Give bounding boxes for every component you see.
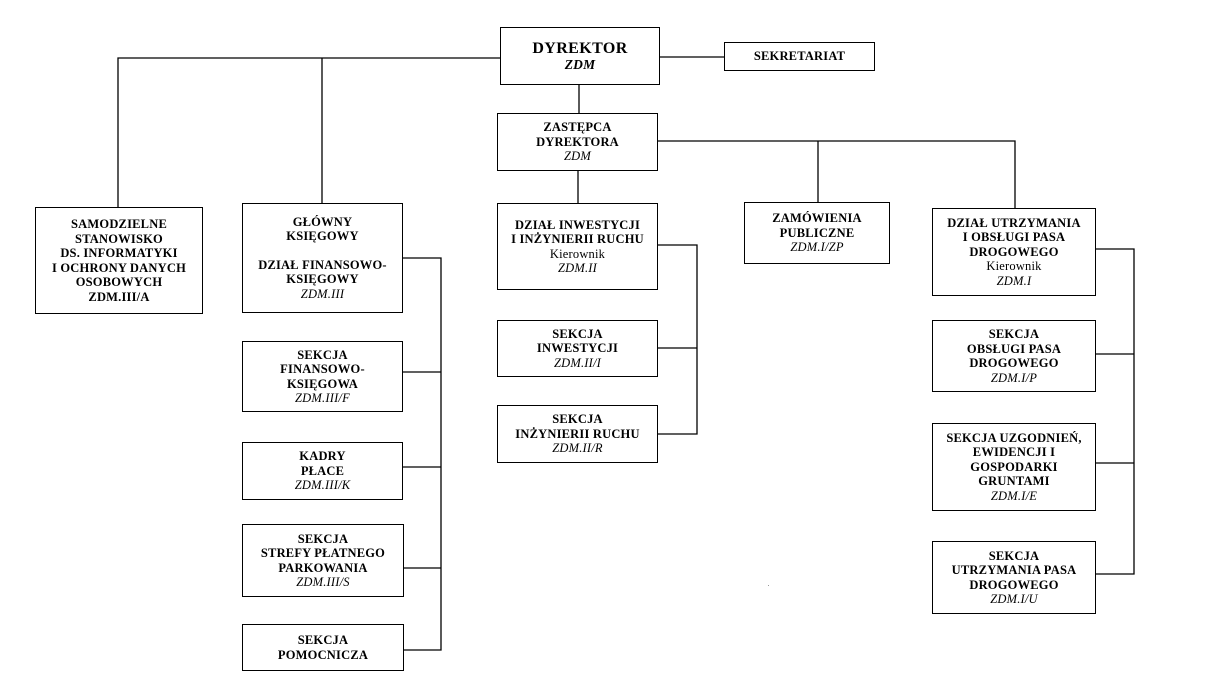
traffic-engineering-section-box: SEKCJA INŻYNIERII RUCHU ZDM.II/R [497,405,658,463]
land-records-section-label: SEKCJA UZGODNIEŃ, EWIDENCJI I GOSPODARKI… [946,430,1082,489]
road-service-section-label: SEKCJA OBSŁUGI PASA DROGOWEGO [966,327,1062,370]
road-maintenance-section-label: SEKCJA UTRZYMANIA PASA DROGOWEGO [951,548,1077,592]
traffic-engineering-section-code: ZDM.II/R [552,441,603,456]
land-records-section-box: SEKCJA UZGODNIEŃ, EWIDENCJI I GOSPODARKI… [932,423,1096,511]
road-maintenance-section-code: ZDM.I/U [990,592,1038,606]
road-service-section-code: ZDM.I/P [990,370,1038,385]
it-security-label: SAMODZIELNE STANOWISKO DS. INFORMATYKI I… [52,217,186,304]
chief-accountant-label: GŁÓWNY KSIĘGOWY [286,214,359,244]
finance-section-box: SEKCJA FINANSOWO- KSIĘGOWA ZDM.III/F [242,341,403,412]
investment-department-manager: Kierownik [549,246,606,261]
maintenance-department-manager: Kierownik [986,259,1042,274]
investment-department-box: DZIAŁ INWESTYCJI I INŻYNIERII RUCHU Kier… [497,203,658,290]
it-security-box: SAMODZIELNE STANOWISKO DS. INFORMATYKI I… [35,207,203,314]
hr-payroll-box: KADRY PŁACE ZDM.III/K [242,442,403,500]
road-service-section-box: SEKCJA OBSŁUGI PASA DROGOWEGO ZDM.I/P [932,320,1096,392]
investment-section-box: SEKCJA INWESTYCJI ZDM.II/I [497,320,658,377]
auxiliary-section-box: SEKCJA POMOCNICZA [242,624,404,671]
hr-payroll-code: ZDM.III/K [294,478,351,493]
traffic-engineering-section-label: SEKCJA INŻYNIERII RUCHU [515,412,640,441]
stray-dot [768,585,769,586]
public-procurement-label: ZAMÓWIENIA PUBLICZNE [772,211,862,240]
secretariat-label: SEKRETARIAT [753,49,846,64]
chief-accountant-box: GŁÓWNY KSIĘGOWY DZIAŁ FINANSOWO- KSIĘGOW… [242,203,403,313]
parking-section-label: SEKCJA STREFY PŁATNEGO PARKOWANIA [260,531,386,575]
secretariat-box: SEKRETARIAT [724,42,875,71]
director-box: DYREKTOR ZDM [500,27,660,85]
investment-department-label: DZIAŁ INWESTYCJI I INŻYNIERII RUCHU [511,217,644,247]
hr-payroll-label: KADRY PŁACE [299,449,346,478]
finance-section-code: ZDM.III/F [295,391,350,405]
parking-section-box: SEKCJA STREFY PŁATNEGO PARKOWANIA ZDM.II… [242,524,404,597]
deputy-director-box: ZASTĘPCA DYREKTORA ZDM [497,113,658,171]
maintenance-department-label: DZIAŁ UTRZYMANIA I OBSŁUGI PASA DROGOWEG… [947,215,1081,259]
investment-section-label: SEKCJA INWESTYCJI [536,326,619,356]
investment-department-code: ZDM.II [557,261,598,275]
director-label: DYREKTOR [532,39,628,57]
finance-section-label: SEKCJA FINANSOWO- KSIĘGOWA [280,347,365,391]
land-records-section-code: ZDM.I/E [990,488,1038,503]
deputy-director-code: ZDM [564,149,591,164]
maintenance-department-code: ZDM.I [996,273,1032,288]
public-procurement-code: ZDM.I/ZP [790,240,844,255]
auxiliary-section-label: SEKCJA POMOCNICZA [277,633,369,662]
public-procurement-box: ZAMÓWIENIA PUBLICZNE ZDM.I/ZP [744,202,890,264]
finance-department-label: DZIAŁ FINANSOWO- KSIĘGOWY [258,257,387,287]
maintenance-department-box: DZIAŁ UTRZYMANIA I OBSŁUGI PASA DROGOWEG… [932,208,1096,296]
director-code: ZDM [564,56,596,72]
parking-section-code: ZDM.III/S [296,575,350,589]
road-maintenance-section-box: SEKCJA UTRZYMANIA PASA DROGOWEGO ZDM.I/U [932,541,1096,614]
deputy-director-label: ZASTĘPCA DYREKTORA [536,120,619,149]
chief-accountant-code: ZDM.III [300,286,345,301]
investment-section-code: ZDM.II/I [553,355,602,370]
